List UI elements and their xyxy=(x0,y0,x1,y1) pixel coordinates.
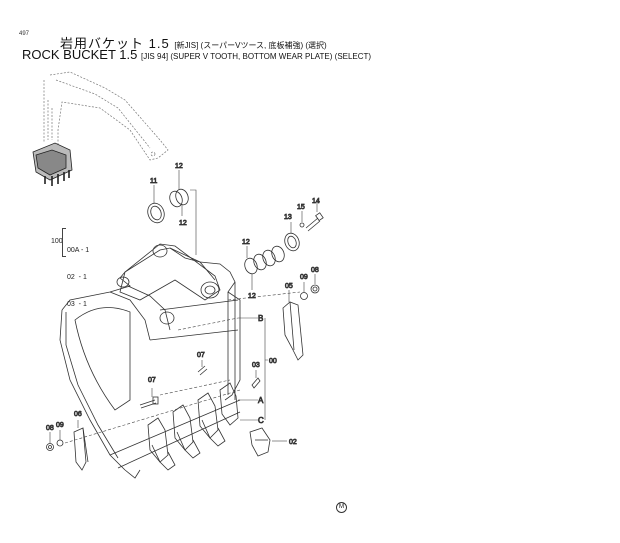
callout-07-center: 07 xyxy=(197,352,205,359)
title-japanese: 岩用バケット 1.5 [新JIS] (スーパーVツース, 底板補強) (選択) xyxy=(60,33,327,52)
callout-09-right: 09 xyxy=(300,274,308,281)
callout-11: 11 xyxy=(150,178,157,185)
callout-07-left: 07 xyxy=(148,377,156,384)
title-jp-sub: [新JIS] (スーパーVツース, 底板補強) (選択) xyxy=(174,41,327,50)
shim-rings-12-lower-icon xyxy=(244,245,285,275)
side-cutter-06-icon xyxy=(73,427,89,471)
bolt-14-icon xyxy=(305,212,324,232)
title-english: ROCK BUCKET 1.5 [JIS 94] (SUPER V TOOTH,… xyxy=(22,47,371,62)
washer-09-right-icon xyxy=(300,292,308,300)
bolt-07-center-icon xyxy=(197,365,208,376)
tooth-02-icon xyxy=(249,427,271,457)
bolt-07-left-icon xyxy=(139,396,159,409)
page-number: 497 xyxy=(19,31,30,37)
nut-08-left-icon xyxy=(46,443,54,451)
collar-13-icon xyxy=(284,232,300,252)
title-en-sub: [JIS 94] (SUPER V TOOTH, BOTTOM WEAR PLA… xyxy=(140,52,372,61)
pin-ring-11-icon xyxy=(147,202,165,224)
ref-a: A xyxy=(258,396,264,405)
callout-12-lower-bottom: 12 xyxy=(248,293,256,300)
callout-08-left: 08 xyxy=(46,425,54,432)
callout-09-left: 09 xyxy=(56,422,64,429)
title-en-main: ROCK BUCKET 1.5 xyxy=(22,47,138,62)
tooth-adapter-03-icon xyxy=(251,377,261,389)
shim-rings-12-upper-icon xyxy=(169,188,189,208)
excavator-arm-locator-icon xyxy=(43,71,169,161)
callout-00: 00 xyxy=(269,358,277,365)
side-cutter-05-icon xyxy=(282,301,304,361)
kit-prefix: 100 xyxy=(51,238,63,245)
callout-06: 06 xyxy=(74,411,82,418)
ref-c: C xyxy=(258,416,264,425)
kit-brace xyxy=(62,228,66,257)
callout-05: 05 xyxy=(285,283,293,290)
bucket-teeth xyxy=(109,382,241,479)
callout-13: 13 xyxy=(284,214,292,221)
callout-15: 15 xyxy=(297,204,305,211)
mini-bucket-icon xyxy=(32,142,73,186)
callout-12-upper-top: 12 xyxy=(175,163,183,170)
title-jp-main: 岩用バケット 1.5 xyxy=(60,36,170,51)
rock-bucket-body xyxy=(59,243,241,471)
kit-row: 00A - 1 xyxy=(67,247,90,254)
washer-09-left-icon xyxy=(56,439,64,447)
leader-lines xyxy=(49,170,318,444)
callout-12-lower-top: 12 xyxy=(242,239,250,246)
callout-02: 02 xyxy=(289,439,297,446)
nut-08-right-icon xyxy=(310,284,320,294)
ref-b: B xyxy=(258,314,263,323)
kit-row: 03 - 1 xyxy=(67,301,87,308)
callout-03: 03 xyxy=(252,362,260,369)
footer-mark-icon: M xyxy=(336,502,347,513)
callout-14: 14 xyxy=(312,198,320,205)
callout-08-right: 08 xyxy=(311,267,319,274)
callout-12-upper-bottom: 12 xyxy=(179,220,187,227)
washer-15-icon xyxy=(299,222,305,228)
kit-row: 02 - 1 xyxy=(67,274,87,281)
